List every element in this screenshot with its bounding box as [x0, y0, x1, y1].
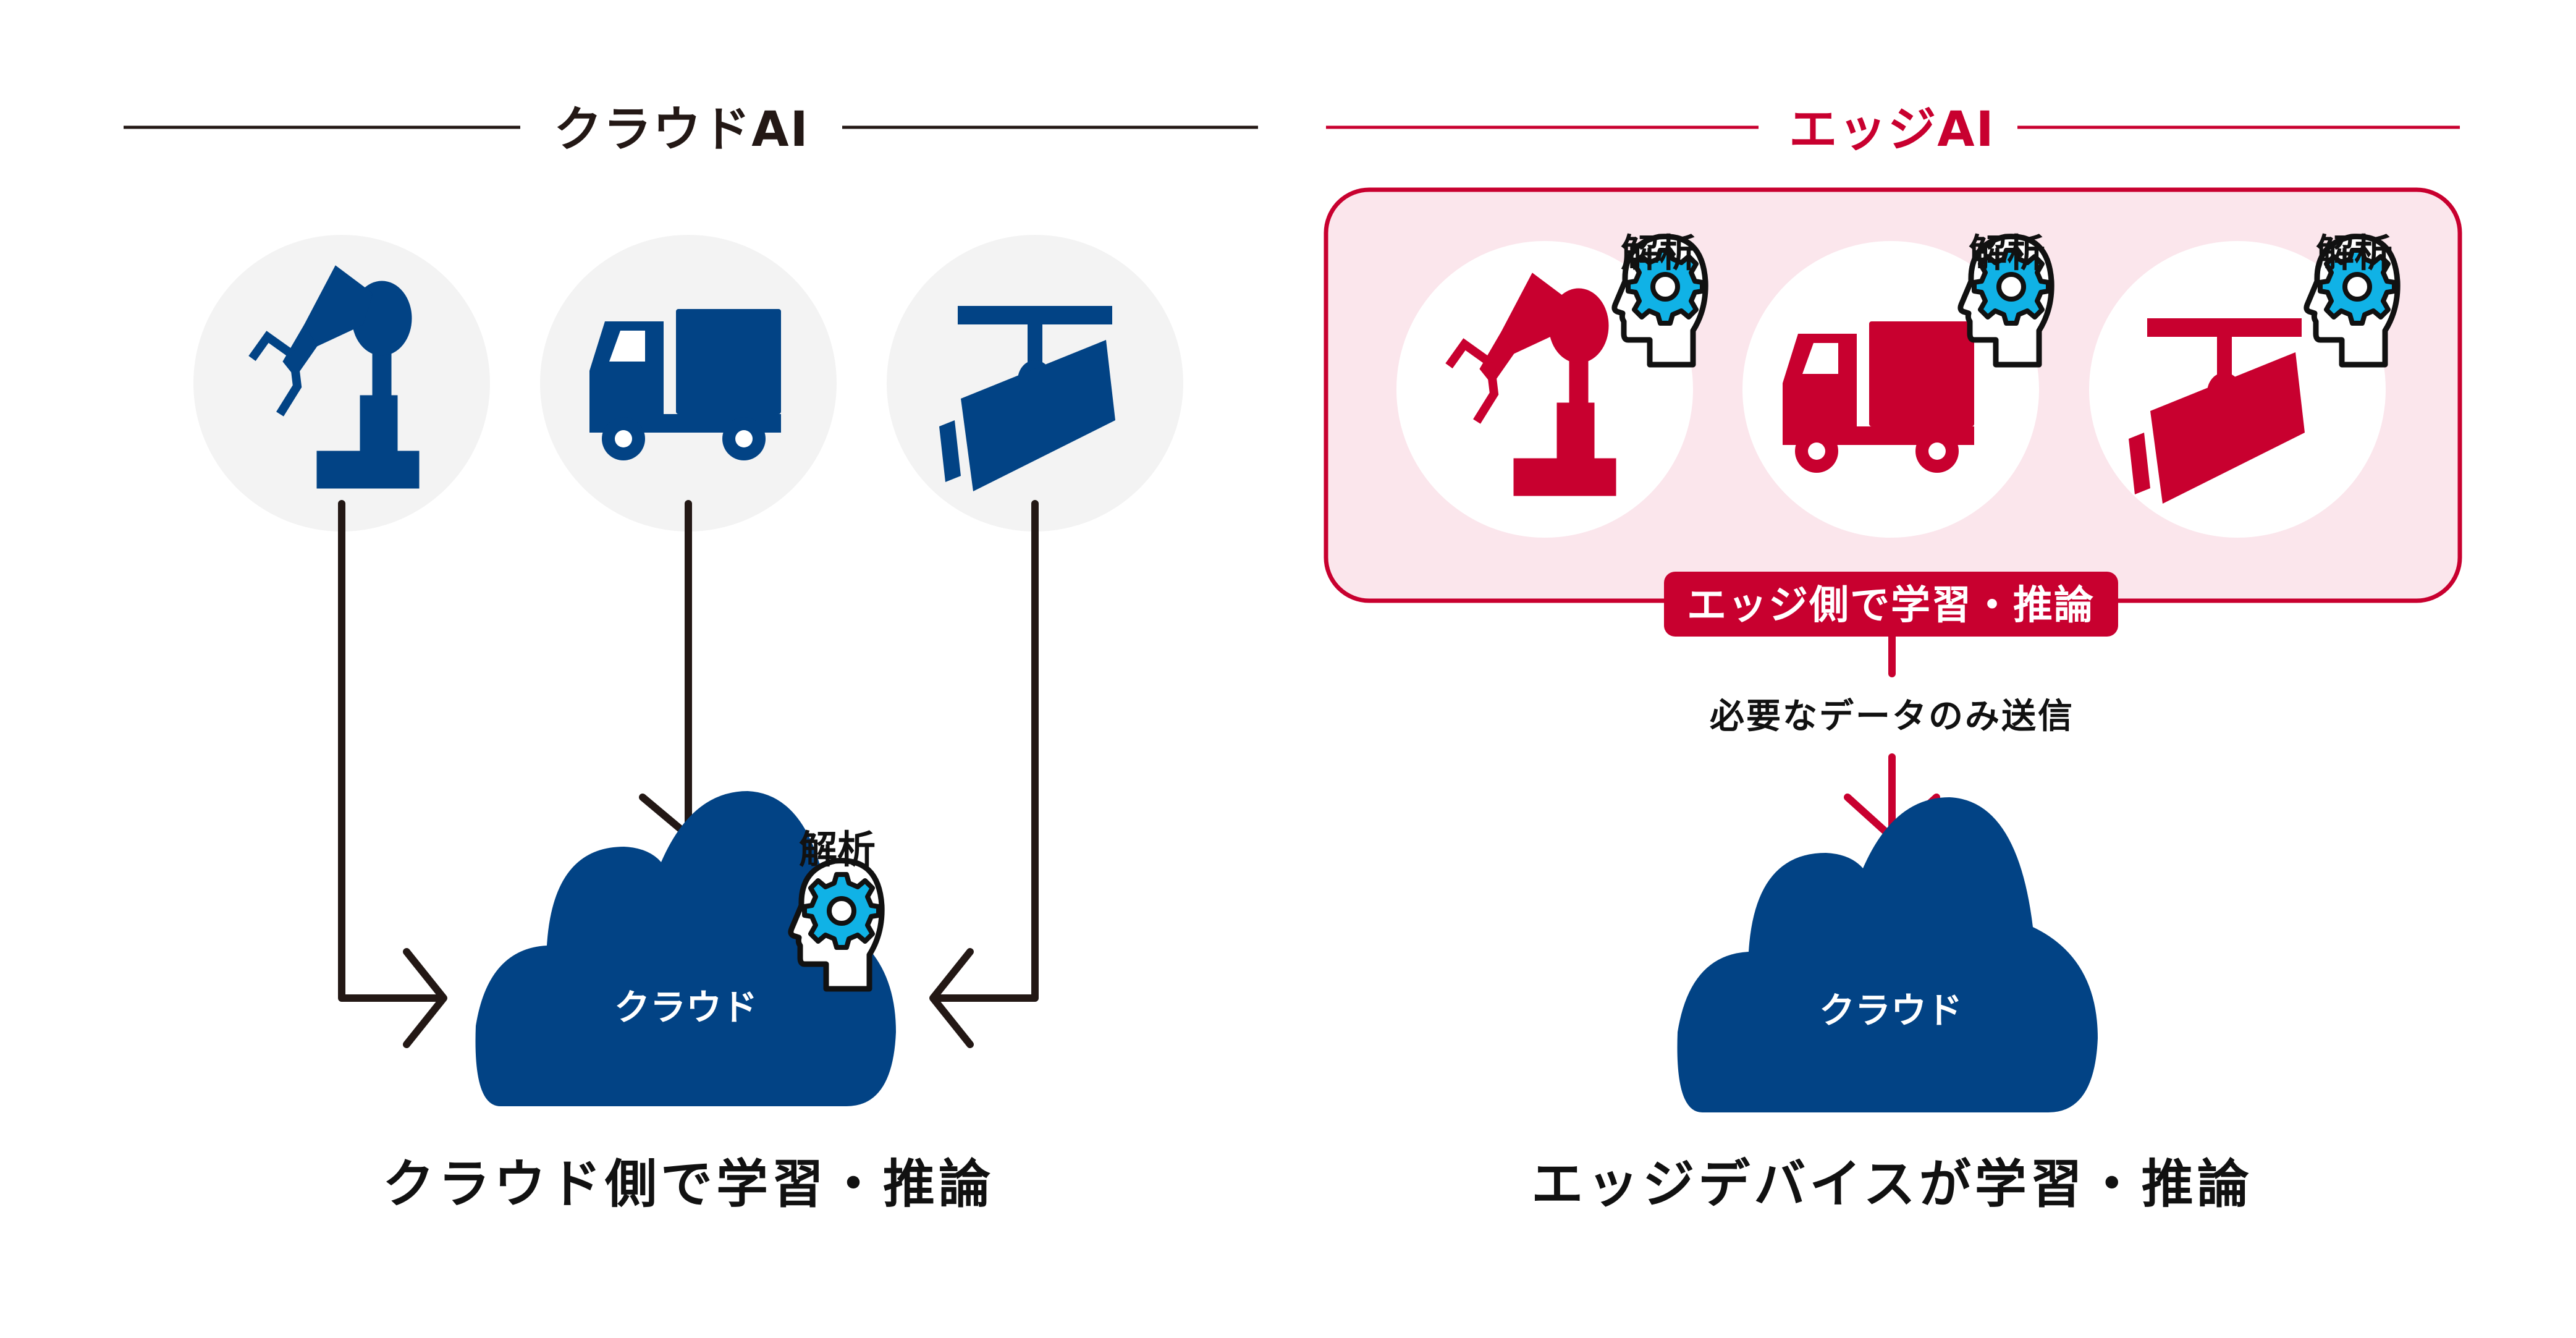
edge-ai-analysis-label-truck: 解析: [1968, 231, 2046, 276]
arrow-robot-to-cloud: [338, 500, 446, 1002]
cloud-ai-analysis-label: 解析: [798, 827, 876, 872]
cloud-ai-caption: クラウド側で学習・推論: [382, 1154, 995, 1214]
edge-send-label: 必要なデータのみ送信: [1710, 697, 2074, 737]
cloud-ai-device-truck: [540, 235, 837, 531]
cloud-ai-cloud-label: クラウド: [614, 986, 758, 1028]
edge-ai-device-truck: [1742, 237, 2051, 538]
cloud-ai-device-camera: [887, 235, 1183, 531]
edge-learning-badge-label: エッジ側で学習・推論: [1687, 583, 2095, 629]
edge-ai-title: エッジAI: [1789, 102, 1995, 158]
cloud-ai-device-robot: [193, 235, 490, 531]
arrowhead-camera: [929, 948, 974, 1048]
cloud-ai-title: クラウドAI: [554, 102, 809, 158]
edge-ai-cloud-shape: [1677, 797, 2098, 1112]
edge-ai-analysis-label-robot: 解析: [1620, 231, 1698, 276]
edge-ai-device-camera: [2089, 237, 2397, 538]
edge-ai-cloud-label: クラウド: [1818, 989, 1963, 1031]
arrow-camera-to-cloud: [931, 500, 1039, 1002]
edge-ai-caption: エッジデバイスが学習・推論: [1531, 1154, 2253, 1214]
edge-ai-analysis-label-camera: 解析: [2315, 231, 2393, 276]
edge-ai-device-robot: [1396, 237, 1705, 538]
edge-learning-badge: [1664, 572, 2118, 637]
cloud-ai-data-arrows: [338, 500, 1039, 1048]
arrowhead-robot: [403, 948, 447, 1048]
